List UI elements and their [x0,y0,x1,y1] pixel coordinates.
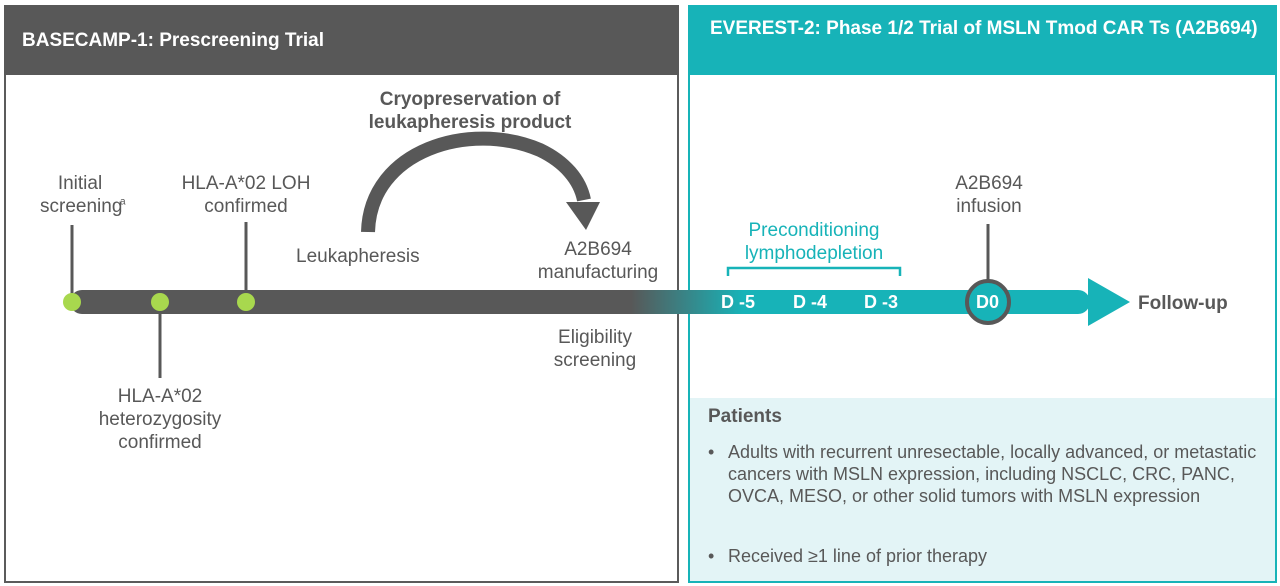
milestone-dot [151,293,169,311]
basecamp-title: BASECAMP-1: Prescreening Trial [22,30,324,51]
everest-title: EVEREST-2: Phase 1/2 Trial of MSLN Tmod … [710,18,1258,39]
manufacturing-label: A2B694 manufacturing [537,239,659,283]
day-label: D -3 [864,292,899,312]
bullet-text: Adults with recurrent unresectable, loca… [728,442,1257,506]
cryopreservation-label: Cryopreservation of leukapheresis produc… [368,89,572,133]
d0-label: D0 [976,292,1000,312]
preconditioning-bracket [726,266,902,276]
milestone-dot [237,293,255,311]
preconditioning-label: Preconditioning lymphodepletion [744,220,884,264]
leukapheresis-label: Leukapheresis [296,246,420,267]
follow-up-label: Follow-up [1138,293,1228,314]
patients-bullet: •Adults with recurrent unresectable, loc… [708,442,1257,506]
basecamp-header [4,5,679,75]
day-label: D -5 [721,292,756,312]
infusion-label: A2B694 infusion [955,173,1023,217]
hla-het-label: HLA-A*02 heterozygosity confirmed [98,386,222,453]
initial-screening-text: Initial screening [40,173,123,217]
initial-screening-label: Initial screeninga [40,172,126,218]
patients-box [690,398,1275,581]
timeline-arrowhead [1088,278,1130,326]
eligibility-label: Eligibility screening [553,327,637,371]
cryopreservation-arrowhead [566,202,600,230]
patients-bullet: •Received ≥1 line of prior therapy [708,545,1268,567]
cryopreservation-arrow [361,131,591,233]
footnote-marker: a [120,196,126,208]
timeline-bar [70,290,1090,314]
milestone-dot [63,293,81,311]
hla-loh-label: HLA-A*02 LOH confirmed [181,173,311,217]
day-label: D -4 [793,292,828,312]
patients-heading: Patients [708,406,782,427]
everest-header [688,5,1277,75]
d0-circle [965,279,1011,325]
bullet-text: Received ≥1 line of prior therapy [728,546,988,566]
